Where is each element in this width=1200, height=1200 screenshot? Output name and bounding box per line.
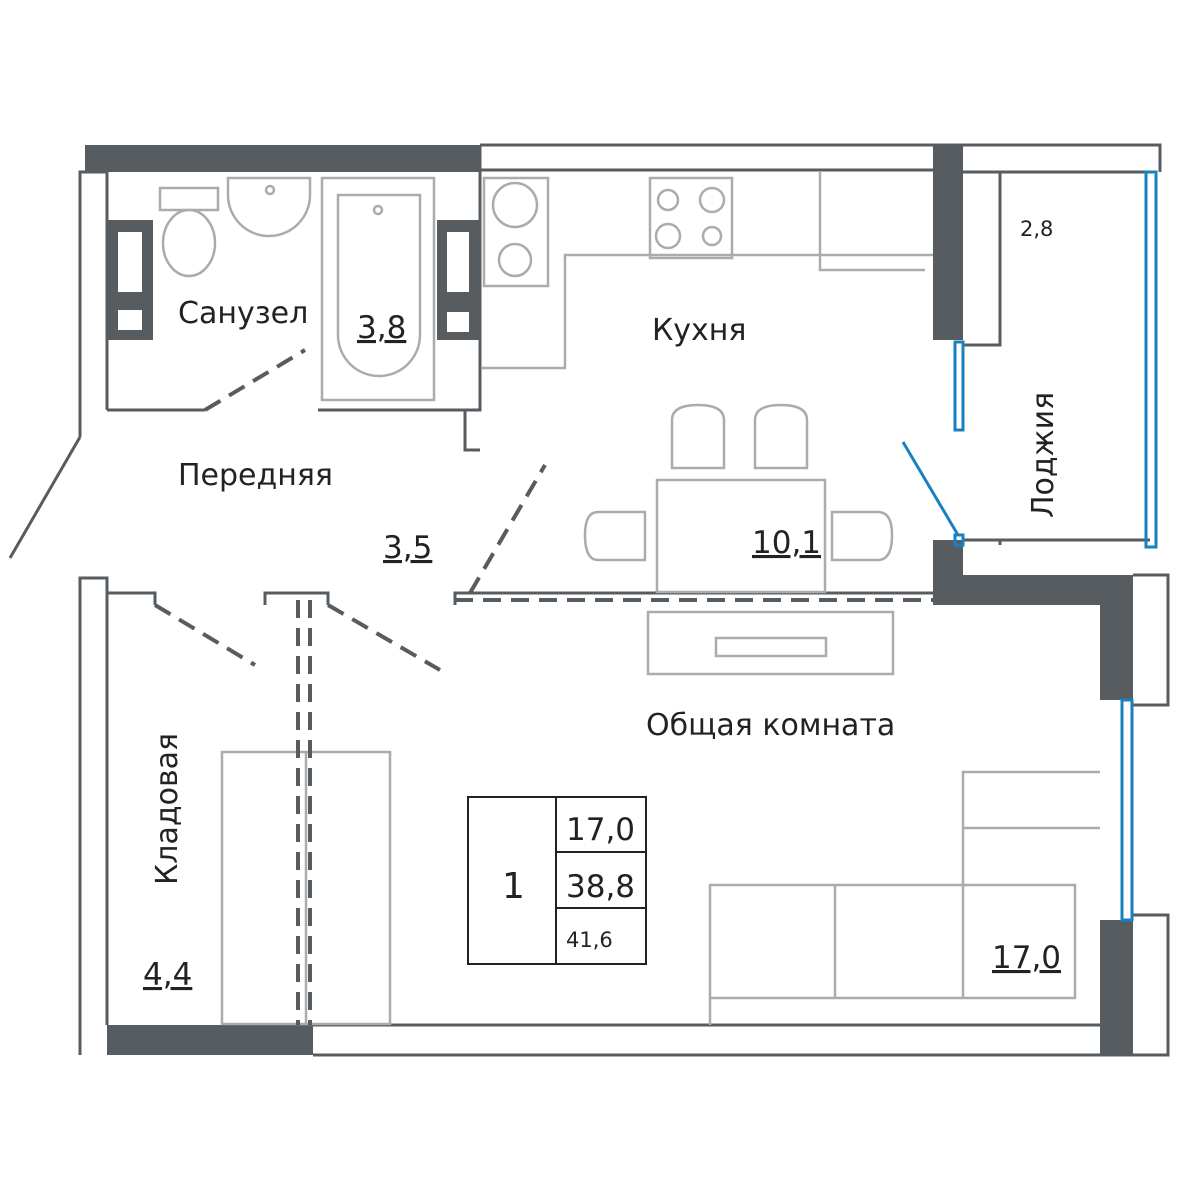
room-name-kitchen: Кухня (652, 313, 746, 348)
room-name-living: Общая комната (646, 708, 895, 743)
total-area-with-loggia: 41,6 (566, 928, 613, 952)
room-area-hallway: 3,5 (383, 530, 432, 566)
area-summary-box: 1 17,0 38,8 41,6 (467, 796, 647, 965)
doors (8, 348, 960, 1025)
rooms-count: 1 (502, 866, 525, 907)
room-area-loggia: 2,8 (1020, 217, 1053, 241)
room-name-loggia: Лоджия (1026, 392, 1061, 518)
living-area: 17,0 (566, 812, 635, 848)
room-area-living: 17,0 (992, 940, 1061, 976)
room-area-storage: 4,4 (143, 957, 192, 993)
room-name-storage: Кладовая (150, 733, 185, 885)
room-name-bathroom: Санузел (178, 296, 308, 331)
kitchen-furniture (482, 172, 933, 676)
living-furniture (220, 750, 1100, 1026)
total-area: 38,8 (566, 869, 635, 905)
room-name-hallway: Передняя (178, 458, 333, 493)
room-area-bathroom: 3,8 (357, 310, 406, 346)
room-area-kitchen: 10,1 (752, 525, 821, 561)
bathroom-fixtures (108, 176, 480, 402)
windows (953, 170, 1158, 922)
